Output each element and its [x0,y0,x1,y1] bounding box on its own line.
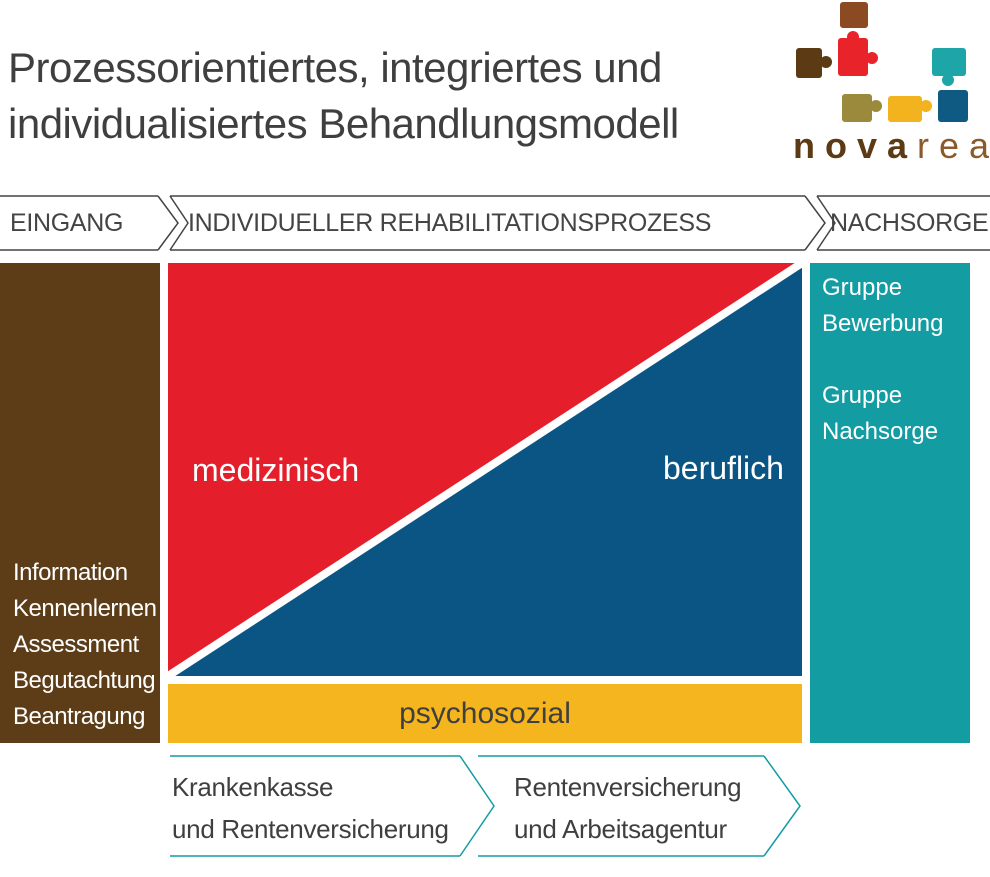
title-line-1: Prozessorientiertes, integriertes und [8,44,662,91]
title-line-2: individualisiertes Behandlungsmodell [8,100,679,147]
page-title: Prozessorientiertes, integriertes und in… [8,40,768,152]
nachsorge-group2-line2: Nachsorge [822,418,939,445]
funding-left: Krankenkasse und Rentenversicherung [172,766,449,850]
eingang-item: Assessment [13,631,139,658]
nachsorge-group1-line1: Gruppe [822,274,903,301]
phase-arrow-bar [0,195,990,251]
funding-right-line2: und Arbeitsagentur [514,814,727,844]
nachsorge-column [810,263,970,743]
process-triangles [168,263,802,676]
funding-left-line2: und Rentenversicherung [172,814,449,844]
logo-word-part1: nova [793,125,918,166]
eingang-list: Information Kennenlernen Assessment Begu… [13,555,160,735]
eingang-column [0,263,160,743]
psychosozial-label: psychosozial [399,697,571,730]
novarea-logo-icon [796,2,968,122]
phase-prozess-label: INDIVIDUELLER REHABILITATIONSPROZESS [188,209,712,237]
medizinisch-label: medizinisch [192,452,360,488]
funding-right: Rentenversicherung und Arbeitsagentur [514,766,742,850]
funding-right-line1: Rentenversicherung [514,772,742,802]
eingang-item: Beantragung [13,703,145,730]
nachsorge-group1-line2: Bewerbung [822,310,944,337]
nachsorge-list: Gruppe Bewerbung Gruppe Nachsorge [822,270,970,450]
logo-word-part2: rea [917,125,990,166]
beruflich-label: beruflich [663,450,784,486]
nachsorge-group2-line1: Gruppe [822,382,903,409]
funding-arrow-bar [170,755,801,857]
logo-wordmark: novarea [793,125,989,166]
eingang-item: Begutachtung [13,667,156,694]
psychosozial-bar: psychosozial [168,684,802,743]
phase-eingang-label: EINGANG [10,209,124,237]
eingang-item: Information [13,559,128,586]
eingang-item: Kennenlernen [13,595,157,622]
diagonal-divider [168,263,802,676]
funding-left-line1: Krankenkasse [172,772,334,802]
phase-nachsorge-label: NACHSORGE [830,209,989,237]
